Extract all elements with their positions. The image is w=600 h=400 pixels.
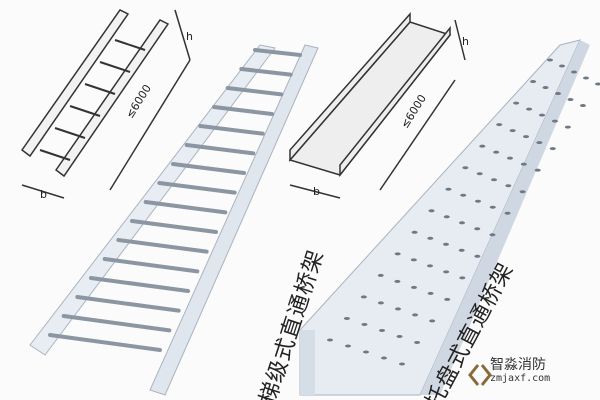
tray-perforation [443, 242, 449, 246]
tray-perforation [379, 328, 385, 332]
tray-perforation [555, 92, 561, 96]
ladder-rung [75, 295, 181, 313]
tray-perforation [475, 199, 481, 203]
tray-perforation [399, 362, 405, 366]
ladder-rung [253, 48, 302, 57]
tray-perforation [489, 205, 496, 209]
tray-perforation [411, 285, 417, 289]
ladder-rung [143, 200, 228, 215]
tray-perforation [567, 98, 574, 102]
tray-perforation [579, 104, 586, 108]
ladder-rung [184, 143, 256, 156]
tray-perforation [547, 58, 553, 62]
tray-perforation [343, 316, 350, 320]
tray-perforation [459, 221, 465, 225]
tray-perforation [427, 291, 434, 295]
tray-perforation [462, 166, 469, 170]
ladder-rung [239, 67, 293, 77]
tray-perforation [428, 209, 435, 213]
tray-perforation [459, 276, 466, 280]
tray-perforation [394, 252, 401, 256]
tray-perforation [444, 297, 451, 301]
ladder-height-dimension: h [186, 30, 193, 43]
tray-perforation [381, 356, 387, 360]
tray-perforation [534, 168, 541, 172]
tray-perforation [460, 193, 467, 197]
tray-perforation [395, 307, 401, 311]
tray-perforation [410, 258, 417, 262]
tray-perforation [443, 270, 450, 274]
tray-perforation [583, 76, 589, 80]
ladder-rung [61, 314, 172, 333]
watermark-logo-icon [468, 364, 492, 386]
ladder-tray-sketch [20, 9, 191, 199]
tray-perforation [427, 236, 434, 240]
tray-perforation [443, 215, 450, 219]
watermark-site: zmjaxf.com [490, 373, 551, 384]
tray-perforation [595, 82, 600, 86]
tray-perforation [549, 147, 556, 151]
tray-perforation [505, 184, 512, 188]
tray-perforation [530, 80, 537, 84]
ladder-rung [48, 333, 162, 352]
tray-perforation [394, 279, 401, 283]
ladder-rung [225, 86, 284, 97]
tray-perforation [412, 313, 419, 317]
tray-perforation [496, 123, 503, 127]
ladder-rung [157, 181, 237, 195]
tray-perforation [526, 107, 533, 111]
tray-perforation [564, 125, 571, 129]
tray-perforation [377, 301, 384, 305]
tray-perforation [396, 334, 403, 338]
tray-perforation [520, 162, 527, 166]
tray-perforation [539, 113, 545, 117]
ladder-tray-photo [29, 44, 319, 396]
tray-perforation [551, 119, 558, 123]
tray-perforation [361, 322, 368, 326]
tray-perforation [523, 135, 529, 139]
ladder-rung [130, 219, 218, 234]
ladder-rung [89, 276, 190, 293]
tray-perforation [411, 230, 418, 234]
tray-perforation [489, 233, 496, 237]
tray-perforation [536, 141, 543, 145]
tray-perforation [429, 319, 436, 323]
trough-tray-sketch [288, 12, 466, 199]
tray-perforation [542, 86, 549, 90]
tray-perforation [414, 340, 421, 344]
tray-perforation [559, 64, 565, 68]
tray-perforation [445, 187, 452, 191]
trough-height-dimension: h [462, 35, 469, 48]
ladder-rung [198, 124, 265, 136]
tray-perforation [458, 248, 465, 252]
tray-perforation [360, 295, 367, 299]
tray-perforation [327, 338, 333, 342]
tray-perforation [427, 264, 433, 268]
tray-perforation [507, 156, 513, 160]
ladder-rung [102, 257, 200, 274]
tray-perforation [493, 150, 500, 154]
watermark: 智淼消防 zmjaxf.com [490, 357, 551, 385]
watermark-name: 智淼消防 [490, 357, 546, 373]
tray-perforation [513, 101, 520, 105]
tray-perforation [571, 70, 577, 74]
ladder-rung [116, 238, 209, 254]
tray-perforation [519, 190, 526, 194]
tray-perforation [474, 227, 481, 231]
trough-tray-photo [299, 39, 600, 396]
tray-perforation [363, 350, 369, 354]
ladder-rung [171, 162, 246, 175]
ladder-rung [212, 105, 274, 116]
tray-perforation [476, 172, 483, 176]
tray-perforation [474, 254, 481, 258]
tray-perforation [504, 211, 511, 215]
trough-width-dimension: b [313, 185, 320, 198]
ladder-width-dimension: b [40, 188, 47, 201]
tray-perforation [377, 273, 384, 277]
tray-perforation [491, 178, 497, 182]
tray-perforation [509, 129, 516, 133]
tray-perforation [345, 344, 351, 348]
tray-perforation [479, 144, 486, 148]
